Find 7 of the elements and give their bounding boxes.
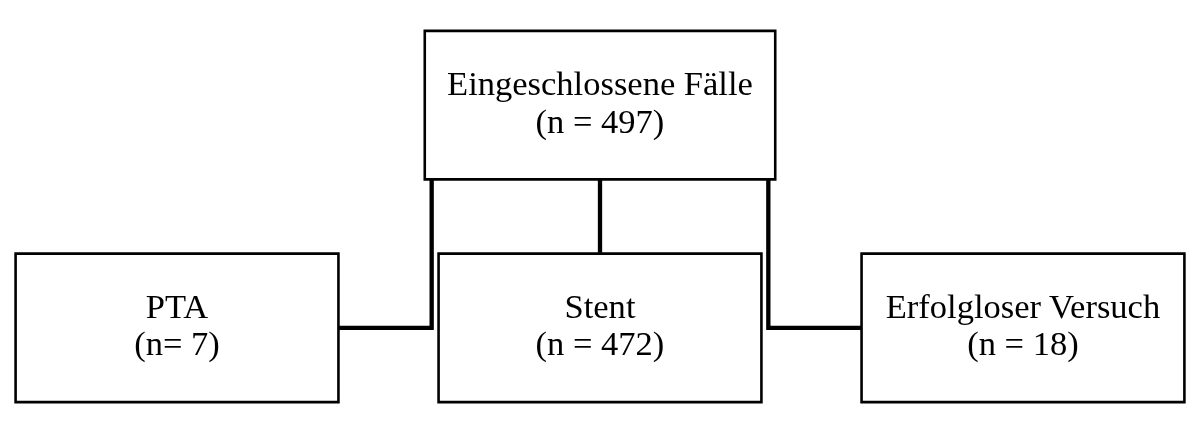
connector	[766, 179, 861, 331]
node-box: Eingeschlossene Fälle (n = 497)	[423, 29, 777, 181]
node-box: PTA (n= 7)	[14, 252, 340, 404]
connector	[339, 179, 434, 331]
connector	[597, 179, 603, 253]
node-box: Stent (n = 472)	[437, 252, 763, 404]
node-box: Erfolgloser Versuch (n = 18)	[860, 252, 1186, 404]
